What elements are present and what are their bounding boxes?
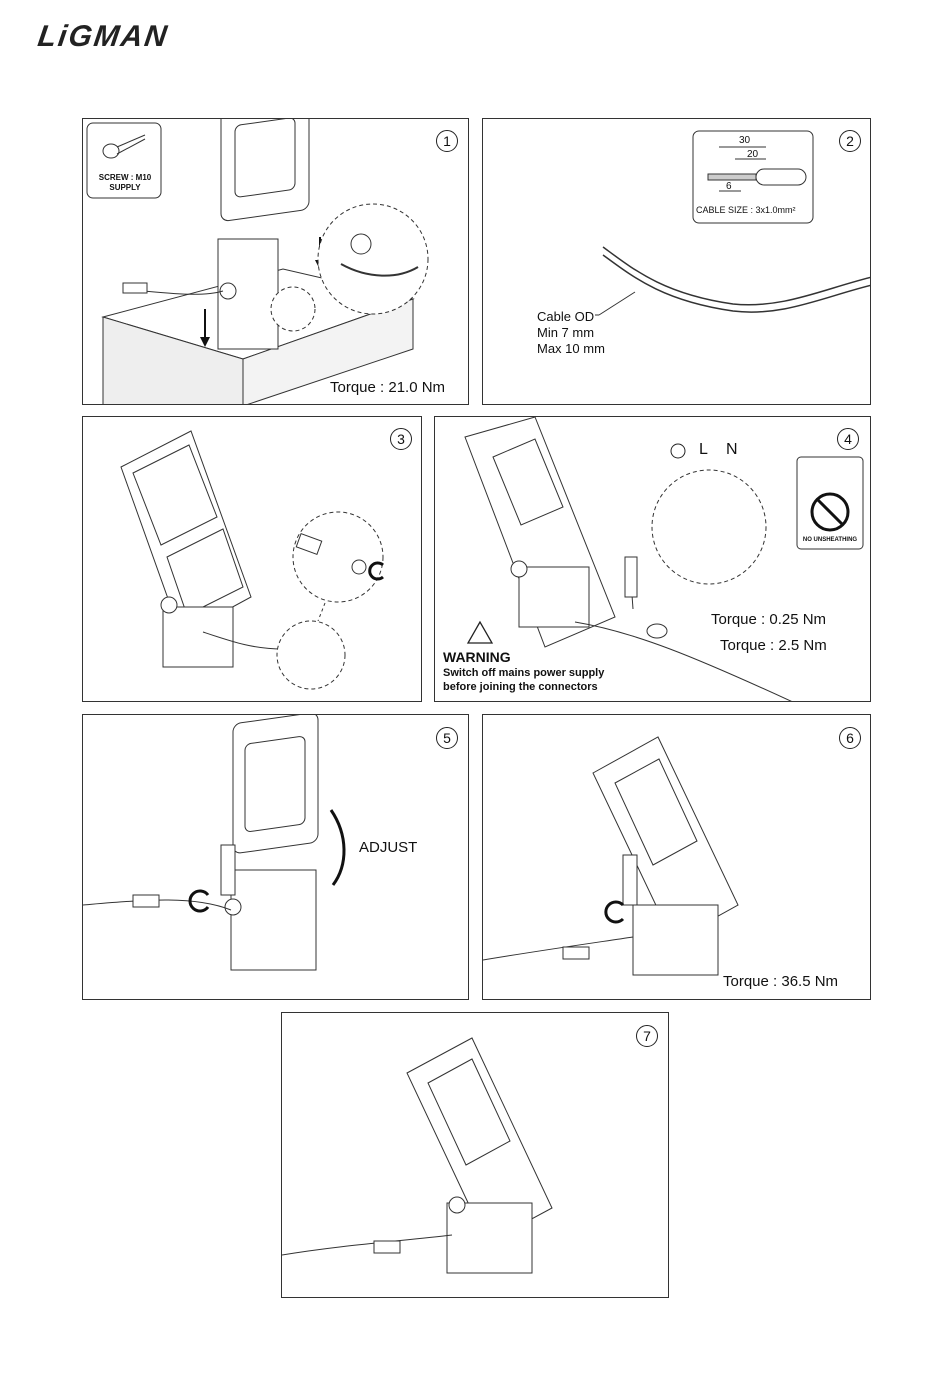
neutral-terminal-label: N (726, 441, 738, 459)
no-unsheathing-label: NO UNSHEATHING (799, 537, 861, 543)
step-7-number: 7 (636, 1025, 658, 1047)
adjust-label: ADJUST (359, 839, 417, 856)
dimension-20: 20 (747, 149, 758, 160)
connector-torque-b: Torque : 2.5 Nm (720, 637, 827, 654)
step-1-panel: 1 SCREW : M10 SUPPLY Torque : 21.0 Nm (82, 118, 469, 405)
step-2-panel: 2 30 20 6 CABLE SIZE : 3x1.0mm² Cable OD… (482, 118, 871, 405)
step-6-illustration (483, 715, 871, 1000)
step-6-torque: Torque : 36.5 Nm (723, 973, 838, 990)
warning-title: WARNING (443, 649, 511, 665)
brand-logo: LiGMAN (36, 20, 171, 54)
dimension-6: 6 (726, 181, 732, 192)
step-1-torque: Torque : 21.0 Nm (330, 379, 445, 396)
screw-supply-label: SUPPLY (93, 183, 157, 192)
cable-size-label: CABLE SIZE : 3x1.0mm² (696, 205, 796, 215)
warning-line-2: before joining the connectors (443, 681, 598, 693)
step-5-illustration (83, 715, 469, 1000)
step-7-panel: 7 (281, 1012, 669, 1298)
step-2-number: 2 (839, 130, 861, 152)
step-4-panel: 4 L N Torque : 0.25 Nm Torque : 2.5 Nm W… (434, 416, 871, 702)
live-terminal-label: L (699, 441, 708, 459)
step-3-illustration (83, 417, 422, 702)
step-3-panel: 3 (82, 416, 422, 702)
step-1-number: 1 (436, 130, 458, 152)
cable-max-label: Max 10 mm (537, 341, 605, 356)
step-2-illustration (483, 119, 871, 405)
connector-torque-a: Torque : 0.25 Nm (711, 611, 826, 628)
screw-label: SCREW : M10 (93, 173, 157, 182)
cable-min-label: Min 7 mm (537, 325, 594, 340)
step-3-number: 3 (390, 428, 412, 450)
step-7-illustration (282, 1013, 669, 1298)
step-5-number: 5 (436, 727, 458, 749)
step-6-panel: 6 Torque : 36.5 Nm (482, 714, 871, 1000)
dimension-30: 30 (739, 135, 750, 146)
step-4-number: 4 (837, 428, 859, 450)
step-6-number: 6 (839, 727, 861, 749)
step-5-panel: 5 ADJUST (82, 714, 469, 1000)
warning-line-1: Switch off mains power supply (443, 667, 604, 679)
step-1-illustration (83, 119, 469, 405)
cable-od-label: Cable OD (537, 309, 594, 324)
